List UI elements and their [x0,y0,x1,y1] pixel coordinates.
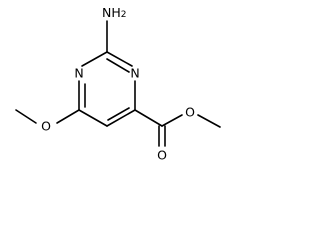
ring-n-left-label: N [74,66,83,81]
amino-label: NH2 [102,5,126,21]
bond-c2-n1 [81,51,108,67]
pyrimidine-ring [78,51,136,127]
ester-o-label: O [185,105,195,120]
bond-c4-c5-double [107,107,130,121]
atom-labels: NH2 N N O O O [41,5,195,163]
bond-c4-carbonyl-c [134,109,163,127]
bond-c2-n3-double [106,58,130,73]
bond-carbonyl-c-ester-o [161,114,183,127]
bond-c2-n3 [106,51,133,67]
bond-methoxy-o-methyl [15,109,37,124]
bond-ester-o-methyl [197,114,221,128]
bond-c6-c5 [78,109,108,127]
carbonyl-o-label: O [157,148,167,163]
substituent-bonds [15,20,221,147]
bond-c6-methoxy-o [56,109,80,124]
bond-c4-c5 [106,109,136,127]
chemical-structure-diagram: NH2 N N O O O [15,5,221,163]
methoxy-o-label: O [41,119,51,134]
ring-n-right-label: N [130,66,139,81]
